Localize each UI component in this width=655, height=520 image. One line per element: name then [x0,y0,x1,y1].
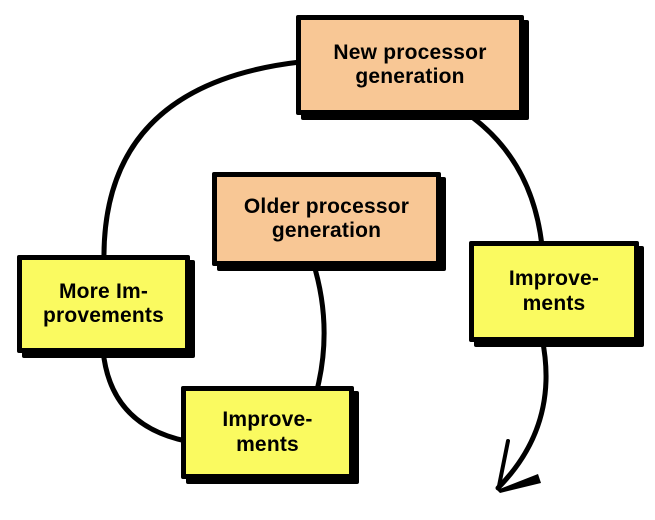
edge-bottom-improvements-to-more [100,347,189,444]
node-label: New processor generation [333,40,487,88]
node-improvements-bottom: Improve- ments [181,386,354,479]
node-more-improvements: More Im- provements [17,255,190,353]
edge-right-improvements-to-next-cycle [495,335,549,491]
edge-new-to-right-improvements [459,107,545,249]
node-improvements-right: Improve- ments [469,241,639,342]
edge-older-to-bottom-improvements [310,259,327,393]
edge-more-to-new [101,59,303,265]
node-older-processor-generation: Older processor generation [212,172,441,266]
node-label: More Im- provements [42,279,165,327]
node-label: Improve- ments [508,267,600,315]
node-label: Improve- ments [222,408,313,456]
node-new-processor-generation: New processor generation [296,15,524,115]
arrowhead-icon [497,439,541,493]
node-label: Older processor generation [243,194,410,242]
